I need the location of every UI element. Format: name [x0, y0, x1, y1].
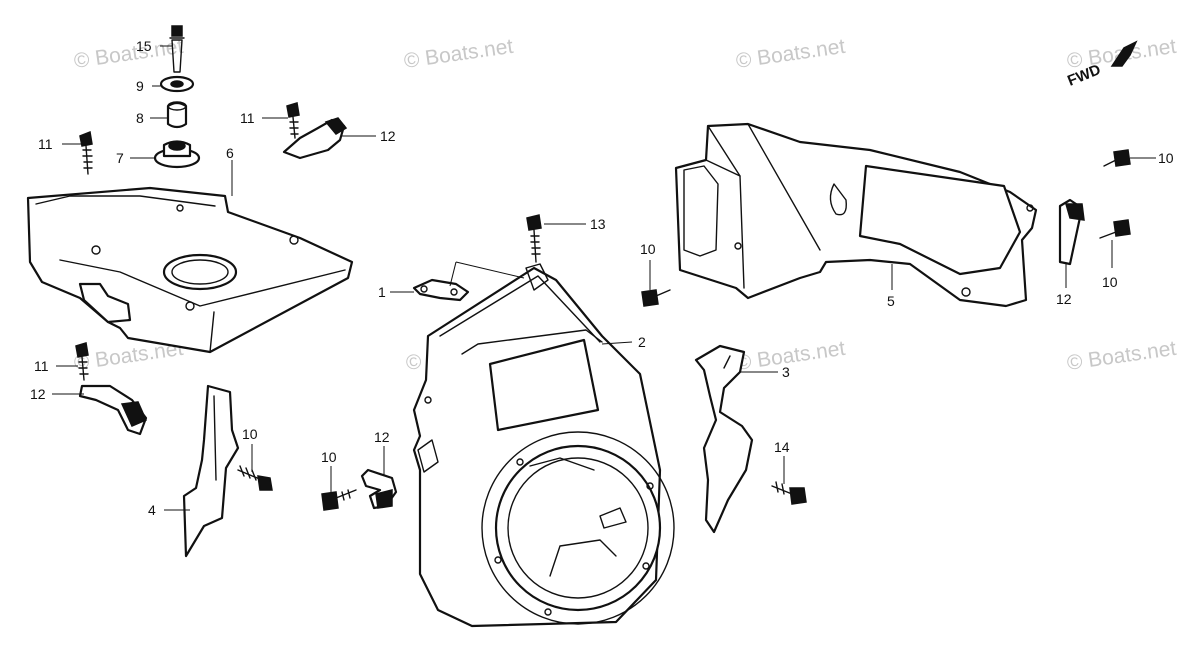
part-12-clip: [360, 468, 398, 510]
leader-lines: [52, 45, 1156, 511]
part-9-washer: [159, 75, 195, 93]
part-8-collar: [166, 101, 188, 129]
callout-12: 12: [30, 386, 46, 402]
callout-10: 10: [1158, 150, 1174, 166]
callout-10: 10: [321, 449, 337, 465]
part-5-cylinder-shroud: [674, 122, 1038, 308]
callout-14: 14: [774, 439, 790, 455]
part-12-clip: [78, 384, 148, 436]
watermark: © Boats.net: [734, 35, 846, 73]
part-11-bolt: [79, 130, 93, 175]
callout-11: 11: [240, 110, 255, 126]
part-7-grommet: [153, 140, 201, 169]
watermark: © Boats.net: [402, 35, 514, 73]
callout-10: 10: [1102, 274, 1118, 290]
part-4-baffle: [182, 384, 240, 558]
callout-5: 5: [887, 293, 895, 309]
callout-15: 15: [136, 38, 152, 54]
callout-labels: 15 9 8 7 6 11 11 12 11 12 4 10 10 12 1 1…: [30, 38, 1174, 518]
callout-8: 8: [136, 110, 144, 126]
callout-13: 13: [590, 216, 606, 232]
callout-6: 6: [226, 145, 234, 161]
callout-4: 4: [148, 502, 156, 518]
callout-11: 11: [34, 358, 49, 374]
part-12-clip: [1058, 198, 1085, 266]
part-14-bolt: [771, 481, 807, 505]
part-15-bolt: [169, 25, 185, 73]
callout-10: 10: [640, 241, 656, 257]
callout-3: 3: [782, 364, 790, 380]
watermark: © Boats.net: [72, 35, 184, 73]
callout-11: 11: [38, 136, 53, 152]
watermark: © Boats.net: [1065, 337, 1177, 375]
part-10-bolt: [321, 489, 357, 511]
part-10-bolt: [237, 465, 273, 491]
callout-1: 1: [378, 284, 386, 300]
part-10-bolt: [1099, 219, 1131, 239]
part-10-bolt: [641, 289, 671, 307]
part-3-side-baffle: [694, 344, 754, 534]
callout-2: 2: [638, 334, 646, 350]
callout-12: 12: [374, 429, 390, 445]
part-10-bolt: [1103, 149, 1131, 167]
part-12-clip: [282, 117, 348, 160]
part-11-bolt: [286, 102, 300, 139]
part-13-bolt: [526, 214, 542, 263]
part-1-bracket: [412, 278, 470, 302]
callout-12: 12: [1056, 291, 1072, 307]
fwd-arrow-head: [1110, 40, 1138, 67]
callout-12: 12: [380, 128, 396, 144]
callout-10: 10: [242, 426, 258, 442]
part-2-fan-shroud: [412, 263, 675, 628]
part-6-shroud-cover: [26, 186, 354, 354]
part-11-bolt: [75, 342, 89, 381]
watermark: © Boats.net: [734, 337, 846, 375]
callout-7: 7: [116, 150, 124, 166]
callout-9: 9: [136, 78, 144, 94]
